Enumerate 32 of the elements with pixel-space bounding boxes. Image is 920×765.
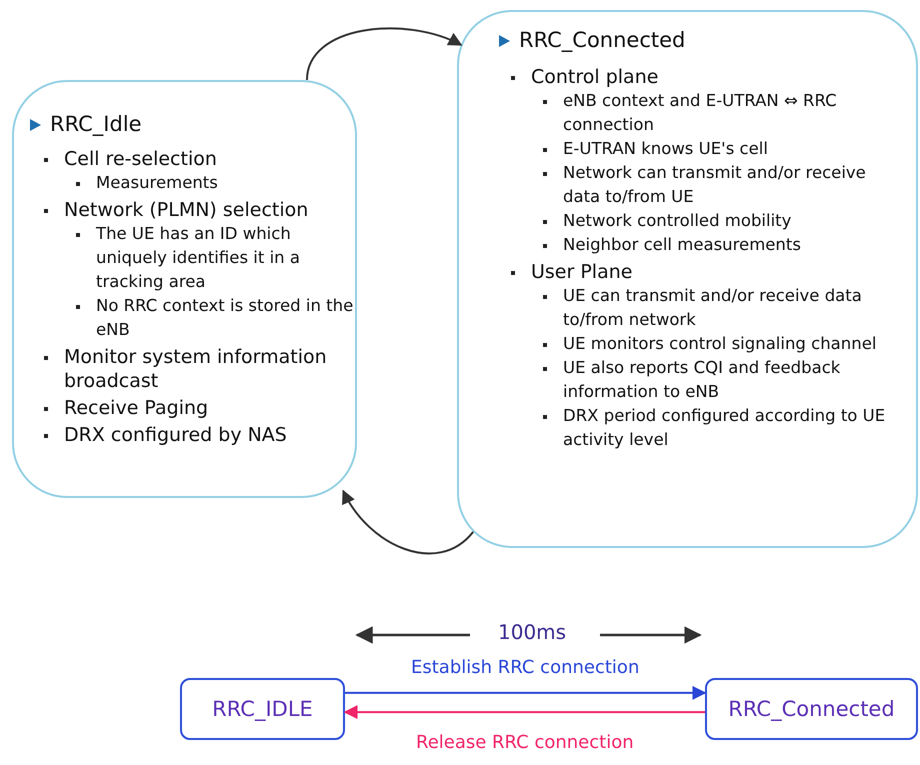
state-title: RRC_Connected [519, 28, 686, 52]
state-box [705, 678, 918, 740]
state-name: RRC_Connected [728, 697, 895, 721]
dimension-label: 100ms [498, 620, 566, 644]
arrow [306, 28, 462, 80]
bullet-text: Network controlled mobility [563, 209, 891, 233]
state-box [180, 678, 345, 740]
bullet-text: Measurements [96, 171, 354, 195]
bullet-text: The UE has an ID which uniquely identifies it in a tracking area [96, 222, 354, 294]
arrow [342, 490, 474, 554]
bullet-text: Monitor system information broadcast [64, 345, 354, 393]
state-box [457, 10, 918, 548]
state-title: RRC_Idle [50, 112, 142, 136]
arrow [344, 705, 705, 720]
bullet-text: UE also reports CQI and feedback information to eNB [563, 356, 891, 404]
bullet-text: UE monitors control signaling channel [563, 332, 891, 356]
bullet-text: Control plane [531, 65, 891, 89]
bullet-text: E-UTRAN knows UE's cell [563, 137, 891, 161]
bullet-text: DRX configured by NAS [64, 423, 354, 447]
bullet-text: Receive Paging [64, 396, 354, 420]
bullet-text: No RRC context is stored in the eNB [96, 294, 354, 342]
bullet-text: Cell re-selection [64, 147, 354, 171]
bullet-text: DRX period configured according to UE activity level [563, 404, 891, 452]
arrow [345, 686, 706, 700]
bullet-text: Network can transmit and/or receive data to/from UE [563, 161, 891, 209]
bullet-text: Neighbor cell measurements [563, 233, 891, 257]
state-name: RRC_IDLE [212, 697, 313, 721]
state-box [12, 80, 357, 498]
bullet-text: UE can transmit and/or receive data to/from network [563, 284, 891, 332]
bullet-text: eNB context and E-UTRAN ⇔ RRC connection [563, 89, 891, 137]
bullet-text: User Plane [531, 260, 891, 284]
bullet-text: Network (PLMN) selection [64, 198, 354, 222]
